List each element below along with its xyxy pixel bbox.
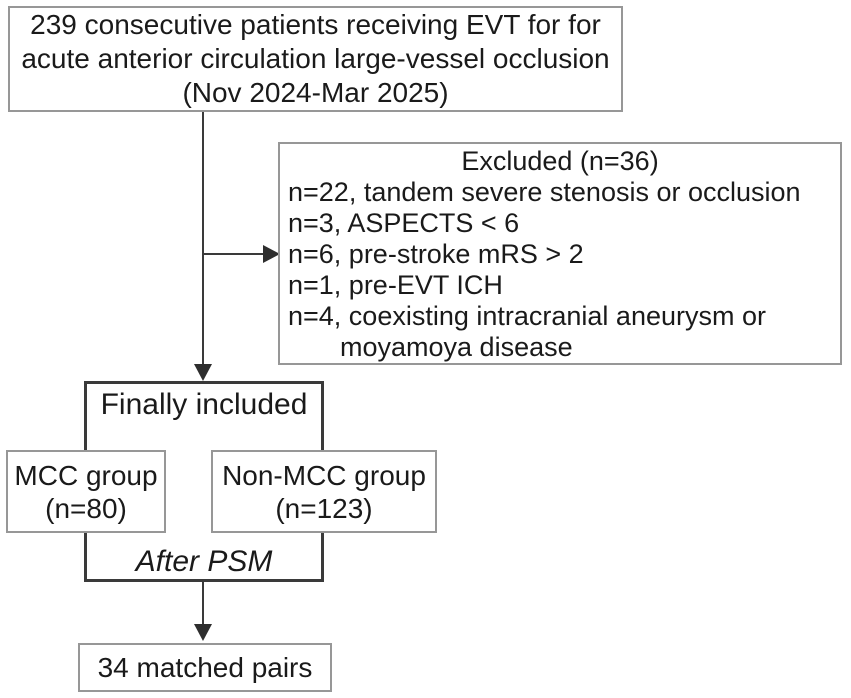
- main-flow-line: [202, 112, 204, 364]
- enrollment-line-1: 239 consecutive patients receiving EVT f…: [30, 9, 601, 40]
- mcc-group-box: MCC group (n=80): [6, 450, 166, 533]
- excluded-item-4: n=1, pre-EVT ICH: [288, 270, 503, 300]
- non-mcc-group-line-1: Non-MCC group: [222, 459, 426, 491]
- enrollment-box: 239 consecutive patients receiving EVT f…: [8, 6, 623, 112]
- after-psm-label: After PSM: [135, 545, 273, 578]
- excluded-item-2: n=3, ASPECTS < 6: [288, 208, 520, 238]
- psm-flow-line: [202, 581, 204, 624]
- right-arrow-icon: [263, 245, 280, 263]
- excluded-item-5-wrapped: moyamoya disease: [340, 332, 573, 362]
- enrollment-line-3: (Nov 2024-Mar 2025): [182, 77, 449, 108]
- matched-pairs-box: 34 matched pairs: [78, 643, 332, 692]
- enrollment-line-2: acute anterior circulation large-vessel …: [21, 43, 610, 74]
- non-mcc-group-box: Non-MCC group (n=123): [211, 450, 437, 533]
- excluded-item-1: n=22, tandem severe stenosis or occlusio…: [288, 177, 801, 207]
- excluded-box: Excluded (n=36) n=22, tandem severe sten…: [278, 142, 842, 365]
- mcc-group-line-1: MCC group: [14, 459, 158, 491]
- matched-pairs-label: 34 matched pairs: [97, 652, 313, 683]
- finally-included-label: Finally included: [100, 388, 308, 421]
- excluded-title: Excluded (n=36): [461, 146, 659, 176]
- non-mcc-group-line-2: (n=123): [275, 492, 373, 524]
- mcc-group-line-2: (n=80): [45, 492, 127, 524]
- down-arrow-icon: [194, 624, 212, 641]
- down-arrow-icon: [194, 364, 212, 381]
- exclusion-branch-line: [203, 253, 264, 255]
- excluded-item-3: n=6, pre-stroke mRS > 2: [288, 239, 584, 269]
- excluded-item-5: n=4, coexisting intracranial aneurysm or: [288, 301, 766, 331]
